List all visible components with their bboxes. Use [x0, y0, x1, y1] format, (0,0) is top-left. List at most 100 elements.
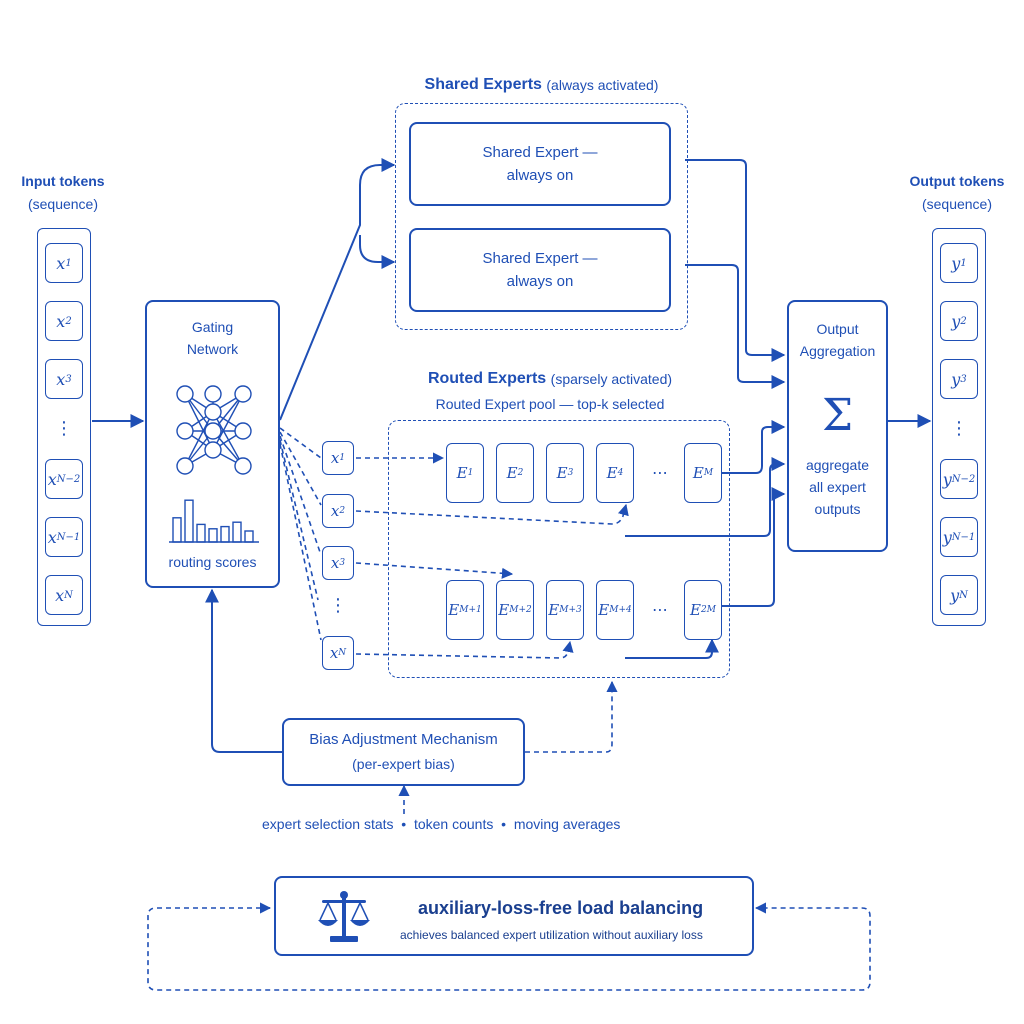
input-token-base: x	[47, 527, 57, 547]
output-token-sub: N	[959, 589, 968, 601]
input-token-sub: 1	[65, 257, 72, 269]
input-title: Input tokens	[21, 173, 105, 189]
output-token: ⋮	[940, 413, 978, 443]
route-x2	[355, 503, 629, 525]
arrow-bias-to-pool	[525, 680, 618, 753]
output-title: Output tokens	[909, 173, 1005, 189]
aggregation-title-line2: Aggregation	[799, 343, 876, 359]
routed-expert-row1-base: E	[556, 464, 568, 482]
routed-expert-row1-sub: 2	[517, 468, 524, 478]
routed-expert-row1-sub: 4	[617, 468, 624, 478]
route-x3	[355, 562, 514, 579]
input-token-base: x	[56, 253, 66, 273]
routed-pool-label: Routed Expert pool — top-k selected	[435, 396, 665, 412]
output-token-sub: 1	[960, 257, 967, 269]
input-token-base: x	[55, 585, 65, 605]
routed-expert-pool	[388, 420, 730, 678]
aggregation-desc-line1: aggregate	[805, 457, 870, 473]
routed-expert-row1-base: E	[506, 464, 518, 482]
output-header: Output tokens (sequence)	[902, 170, 1012, 216]
arrow-pool-to-aggregation	[625, 457, 786, 537]
arrow-e2m-to-aggregation	[721, 487, 786, 607]
shared-expert-2: Shared Expert — always on	[409, 228, 671, 312]
aggregation-title-line1: Output	[816, 321, 859, 337]
routed-expert-row2-sub: M+2	[509, 605, 532, 615]
score-bar	[196, 523, 206, 543]
input-token-sub: N−1	[56, 531, 81, 543]
shared-expert-1: Shared Expert — always on	[409, 122, 671, 206]
routed-expert-row2-sub: 2M	[701, 605, 716, 615]
routed-expert-row2-sub: M+3	[559, 605, 582, 615]
loop-left	[147, 902, 871, 991]
shared-expert-1-line2: always on	[506, 167, 574, 184]
routed-expert-row1-sub: M	[703, 468, 714, 478]
score-bar	[244, 530, 254, 543]
routed-expert-row2-base: E	[448, 601, 460, 619]
routed-expert-row2-sub: M+1	[459, 605, 482, 615]
aggregation-desc-line2: all expert	[809, 479, 866, 495]
bias-adjustment-box: Bias Adjustment Mechanism (per-expert bi…	[282, 718, 525, 786]
output-token-base: y	[950, 585, 960, 605]
shared-expert-2-line2: always on	[506, 273, 574, 290]
routed-expert-row1-base: E	[692, 464, 704, 482]
arrow-gating-to-shared-2	[359, 235, 396, 269]
output-token-base: y	[942, 469, 952, 489]
arrow-em-to-aggregation	[721, 420, 786, 474]
arrow-shared2-to-aggregation	[685, 264, 786, 389]
shared-expert-2-line1: Shared Expert —	[482, 250, 598, 267]
input-token-sub: N	[64, 589, 73, 601]
aggregation-desc-line3: outputs	[814, 501, 861, 517]
routed-expert-row2-base: E	[690, 601, 701, 619]
routed-expert-row2-ellipsis: ⋯	[652, 600, 668, 619]
routed-title-note: (sparsely activated)	[550, 371, 673, 387]
routed-expert-row2-sub: M+4	[609, 605, 632, 615]
output-token-sub: 2	[960, 315, 967, 327]
output-token-sub: N−1	[951, 531, 976, 543]
arrow-gating-to-shared	[279, 158, 396, 421]
routed-token-sub: 3	[339, 558, 346, 568]
gating-title-line1: Gating	[191, 319, 234, 335]
input-token-base: x	[56, 311, 66, 331]
shared-experts-heading: Shared Experts (always activated)	[395, 76, 688, 94]
load-balancing-title: auxiliary-loss-free load balancing	[418, 898, 704, 918]
input-token-base: ⋮	[55, 417, 73, 439]
shared-experts-group	[395, 103, 688, 330]
routed-token-sub: 1	[339, 453, 346, 463]
routed-token: ⋮	[322, 590, 354, 620]
shared-title-note: (always activated)	[546, 77, 659, 93]
routed-experts-heading: Routed Experts (sparsely activated)	[360, 370, 740, 388]
routed-token-base: x	[330, 554, 340, 572]
shared-title: Shared Experts	[424, 76, 542, 93]
routed-expert-row1-base: E	[456, 464, 468, 482]
routed-token-base: x	[330, 449, 340, 467]
output-token-base: y	[951, 311, 961, 331]
input-token: ⋮	[45, 413, 83, 443]
score-bar	[172, 517, 182, 543]
arrow-bias-to-gating	[205, 588, 282, 753]
output-token-sub: 3	[960, 373, 967, 385]
score-bar	[184, 499, 194, 543]
bias-subtitle: (per-expert bias)	[352, 756, 455, 772]
routed-expert-row2-base: E	[548, 601, 560, 619]
routing-scores-label: routing scores	[168, 554, 257, 570]
input-token-sub: 3	[65, 373, 72, 385]
routed-expert-row1-sub: 1	[467, 468, 474, 478]
shared-expert-1-line1: Shared Expert —	[482, 144, 598, 161]
routed-title: Routed Experts	[427, 370, 547, 387]
